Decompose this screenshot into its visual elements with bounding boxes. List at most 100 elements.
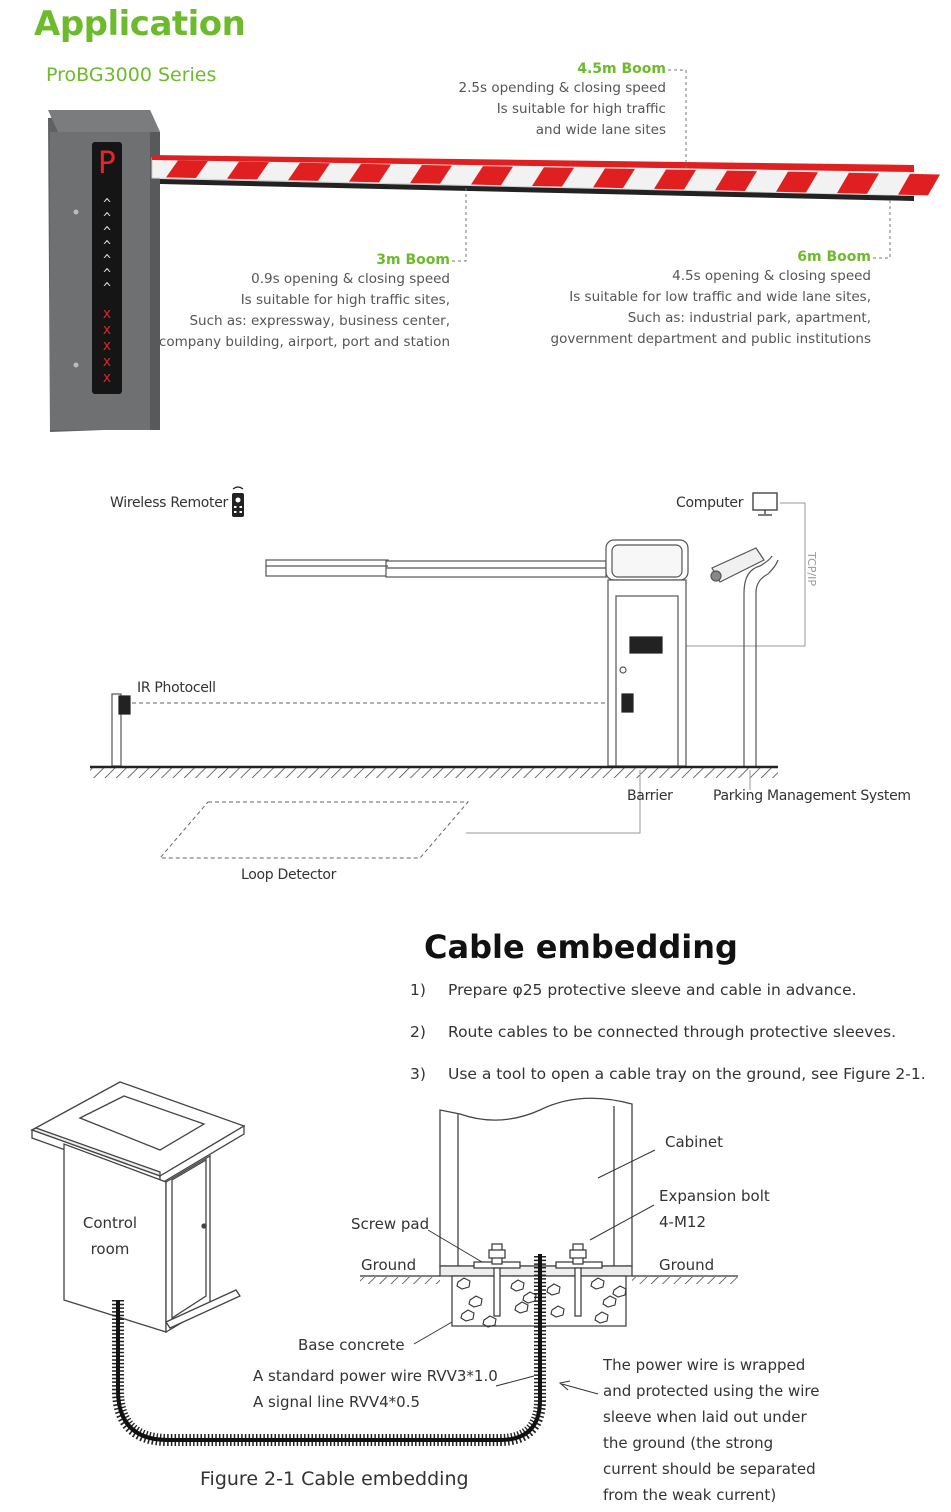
- loop-detector: [158, 801, 470, 859]
- sleeve-note: The power wire is wrapped and protected …: [603, 1352, 819, 1508]
- cable-sleeve: [112, 1254, 546, 1446]
- boom-4-5m-line: 2.5s opending & closing speed: [458, 80, 666, 96]
- display-arrow-glyph: ^: [103, 267, 111, 282]
- boom-3m-line: Is suitable for high traffic sites,: [240, 292, 450, 308]
- parking-system-label: Parking Management System: [713, 788, 911, 804]
- wireless-remoter-label: Wireless Remoter: [110, 495, 229, 511]
- boom-stripe: [654, 169, 696, 190]
- boom-stripe: [532, 167, 574, 187]
- rubble-stone: [460, 1309, 475, 1322]
- display-arrow-glyph: ^: [103, 197, 111, 212]
- boom-6m-line: 4.5s opening & closing speed: [672, 268, 871, 284]
- boom-4-5m: 4.5m Boom 2.5s opending & closing speed …: [459, 61, 666, 141]
- display-cross-glyph: x: [102, 370, 112, 386]
- system-boom: [265, 559, 607, 578]
- step-item: 1)Prepare φ25 protective sleeve and cabl…: [410, 981, 857, 999]
- ground-line: [90, 765, 778, 778]
- camera-icon: [710, 547, 779, 766]
- note-line: The power wire is wrapped: [603, 1356, 806, 1374]
- boom-stripe: [227, 161, 269, 180]
- rubble-stone: [456, 1277, 471, 1290]
- rubble-stone: [590, 1277, 605, 1290]
- rubble-stone: [550, 1305, 565, 1318]
- boom-3m-title: 3m Boom: [376, 252, 450, 268]
- expansion-bolts: [473, 1243, 603, 1317]
- step-text: Route cables to be connected through pro…: [448, 1023, 897, 1041]
- expansion-bolt-label: Expansion bolt 4-M12: [659, 1183, 770, 1235]
- cabinet-foundation: [439, 1097, 633, 1327]
- boom-6m-line: Such as: industrial park, apartment,: [627, 310, 871, 326]
- step-number: 3): [410, 1065, 426, 1083]
- base-concrete-rubble: [456, 1277, 627, 1328]
- rubble-stone: [594, 1311, 609, 1324]
- tcpip-label: TCP/IP: [805, 551, 818, 586]
- display-cross-glyph: x: [102, 354, 112, 370]
- boom-stripe: [715, 170, 757, 192]
- rubble-stone: [612, 1285, 627, 1298]
- boom-4-5m-line: and wide lane sites: [535, 122, 666, 138]
- ir-photocell-label: IR Photocell: [137, 680, 216, 696]
- expansion-bolt-line: Expansion bolt: [659, 1187, 770, 1205]
- boom-stripe: [410, 164, 452, 184]
- boom-stripe: [471, 166, 513, 186]
- cable-leaders: [413, 1149, 656, 1395]
- rubble-stone: [602, 1295, 617, 1308]
- base-concrete-label: Base concrete: [298, 1336, 405, 1354]
- ground-hatch-cable: [360, 1275, 738, 1284]
- signal-line-label: A signal line RVV4*0.5: [253, 1393, 421, 1411]
- display-arrows: ^^^^^^^: [96, 198, 118, 296]
- display-cross-glyph: x: [102, 322, 112, 338]
- rubble-stone: [468, 1295, 483, 1308]
- note-line: the ground (the strong: [603, 1434, 774, 1452]
- section-title: Cable embedding: [424, 928, 738, 966]
- boom-4-5m-line: Is suitable for high traffic: [496, 101, 666, 117]
- step-number: 1): [410, 981, 426, 999]
- series-name: ProBG3000 Series: [46, 64, 217, 86]
- boom-stripe: [837, 172, 879, 194]
- boom-stripe: [349, 163, 391, 183]
- step-item: 3) Use a tool to open a cable tray on the…: [410, 1065, 926, 1083]
- screw-pad-label: Screw pad: [351, 1215, 430, 1233]
- step-item: 2) Route cables to be connected through p…: [410, 1023, 896, 1041]
- display-cross-glyph: x: [102, 338, 112, 354]
- barrier-cabinet: [48, 110, 160, 432]
- note-line: current should be separated: [603, 1460, 816, 1478]
- boom-6m-line: government department and public institu…: [550, 331, 871, 347]
- boom-3m-line: company building, airport, port and stat…: [158, 334, 450, 350]
- cabinet-label: Cabinet: [665, 1133, 723, 1151]
- page-title: Application: [34, 4, 246, 44]
- ground-label-right: Ground: [659, 1256, 715, 1274]
- step-text: Use a tool to open a cable tray on the g…: [448, 1065, 926, 1083]
- control-room-line: room: [90, 1240, 130, 1258]
- loop-detector-label: Loop Detector: [241, 867, 337, 883]
- display-arrow-glyph: ^: [103, 225, 111, 240]
- remote-icon: [232, 486, 244, 517]
- boom-stripe: [166, 160, 208, 179]
- note-line: sleeve when laid out under: [603, 1408, 807, 1426]
- system-barrier: [605, 539, 689, 767]
- boom-4-5m-title: 4.5m Boom: [577, 61, 666, 77]
- boom-3m-line: 0.9s opening & closing speed: [251, 271, 450, 287]
- step-number: 2): [410, 1023, 426, 1041]
- display-arrow-glyph: ^: [103, 253, 111, 268]
- control-room-line: Control: [82, 1214, 138, 1232]
- rubble-stone: [482, 1315, 497, 1328]
- ir-photocell: [111, 693, 131, 767]
- boom-arm: [151, 155, 940, 201]
- note-line: and protected using the wire: [603, 1382, 820, 1400]
- computer-label: Computer: [676, 495, 744, 511]
- expansion-bolt-line: 4-M12: [659, 1213, 706, 1231]
- boom-6m-title: 6m Boom: [797, 249, 871, 265]
- computer-icon: [752, 492, 778, 516]
- boom-stripe: [776, 171, 818, 193]
- boom-stripe: [898, 173, 940, 196]
- rubble-stone: [510, 1279, 525, 1292]
- barrier-label: Barrier: [627, 788, 673, 804]
- power-wire-label: A standard power wire RVV3*1.0: [253, 1367, 498, 1385]
- boom-6m: 6m Boom 4.5s opening & closing speed Is …: [551, 249, 871, 350]
- display-arrow-glyph: ^: [103, 211, 111, 226]
- boom-3m-line: Such as: expressway, business center,: [189, 313, 450, 329]
- display-letter: P: [97, 146, 117, 181]
- boom-6m-line: Is suitable for low traffic and wide lan…: [569, 289, 871, 305]
